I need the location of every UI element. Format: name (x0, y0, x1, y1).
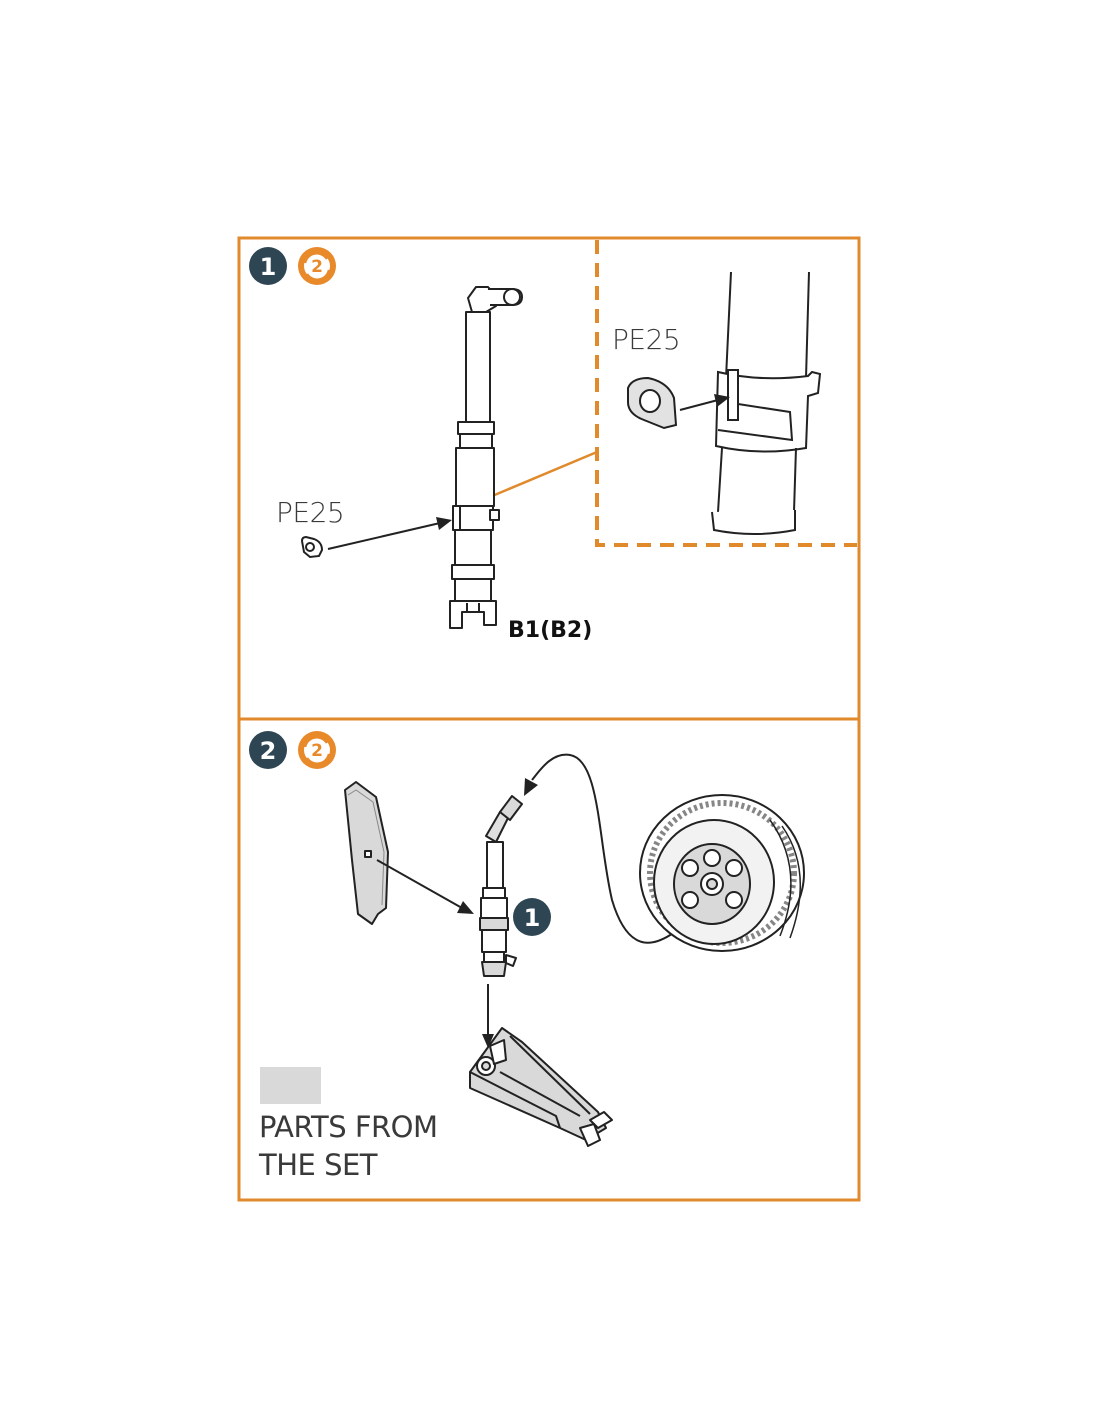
gear-leg-bracket (469, 1027, 613, 1147)
gear-door (344, 781, 389, 925)
pe25-part (300, 535, 324, 559)
strut-b1 (449, 286, 523, 629)
pe25-label: PE25 (276, 496, 344, 529)
step-1-header: 1 2 (249, 247, 336, 285)
frames (237, 236, 861, 1202)
pe25-arrow (327, 517, 452, 550)
legend-line-1: PARTS FROM (259, 1110, 438, 1144)
step-2-repeat-count: 2 (311, 741, 323, 761)
legend-swatch (260, 1067, 321, 1104)
step-1-frame (237, 236, 861, 721)
repeat-icon: 2 (298, 247, 336, 285)
subassembly-number: 1 (524, 904, 541, 932)
door-arrow (376, 859, 474, 914)
step-2-badge (249, 731, 287, 769)
step-1-repeat-count: 2 (311, 257, 323, 277)
detail-strut-closeup (711, 271, 822, 535)
detail-pe25-part (627, 376, 678, 430)
repeat-icon: 2 (298, 731, 336, 769)
detail-pe25-label: PE25 (612, 323, 680, 356)
step-2-number: 2 (260, 737, 277, 765)
subassembly-badge (513, 898, 551, 936)
legend-line-2: THE SET (258, 1148, 378, 1182)
step-1-badge (249, 247, 287, 285)
detail-arrow (679, 394, 730, 411)
assembled-strut (479, 795, 523, 977)
step-2-header: 2 2 (249, 731, 336, 769)
step-1-number: 1 (260, 253, 277, 281)
wheel-arrow (524, 753, 699, 944)
strut-down-arrow (482, 984, 494, 1048)
detail-callout-frame (595, 240, 857, 547)
wheel (639, 794, 805, 952)
step-2-frame (237, 717, 861, 1202)
strut-label: B1(B2) (508, 618, 592, 643)
